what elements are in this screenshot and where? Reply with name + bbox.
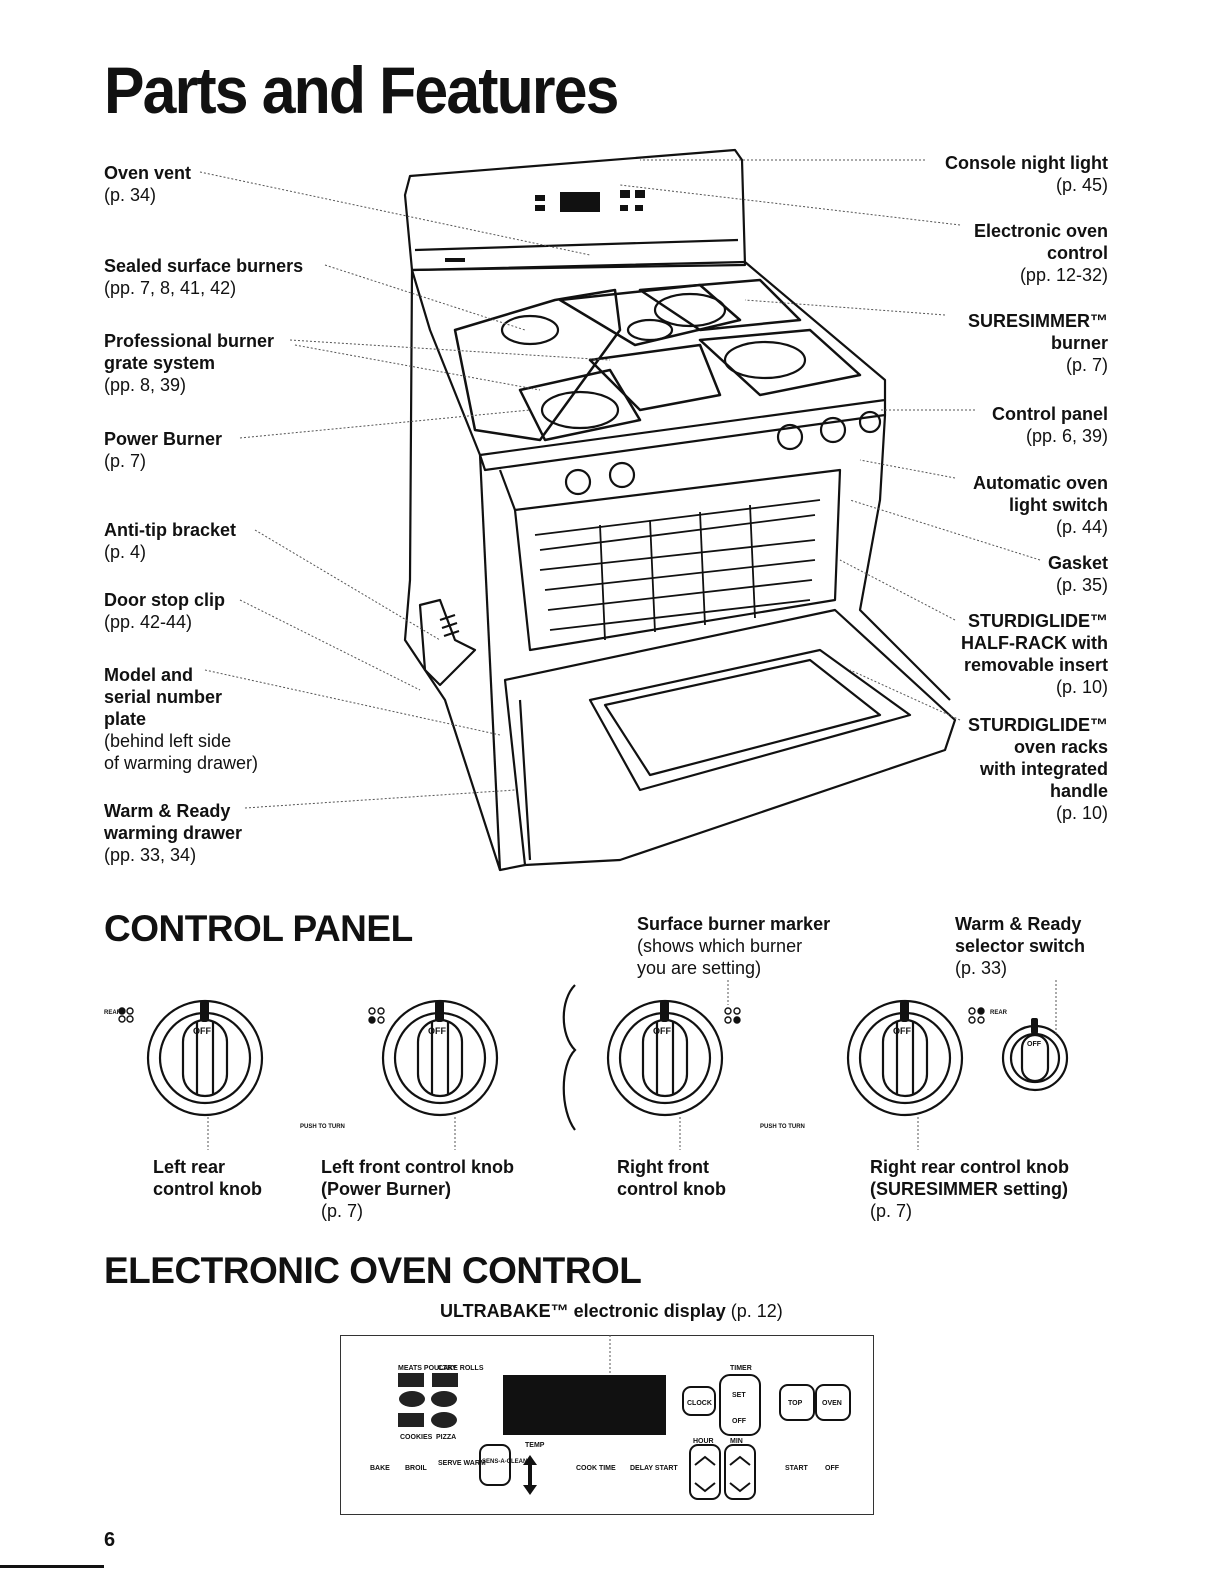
rear-text-right: REAR	[990, 1010, 1008, 1016]
caption-left-front-knob: Left front control knob(Power Burner)(p.…	[321, 1157, 514, 1221]
burner-grates	[453, 278, 862, 442]
knob2-off-text: OFF	[428, 1026, 446, 1036]
caption-right-rear-knob: Right rear control knob(SURESIMMER setti…	[870, 1157, 1070, 1221]
burner-caps	[500, 292, 807, 430]
btn-pizza-text: PIZZA	[436, 1434, 456, 1441]
knob1-off-text: OFF	[193, 1026, 211, 1036]
btn-start-text: START	[785, 1465, 809, 1472]
btn-top-text: TOP	[788, 1400, 803, 1407]
btn-temp-text: TEMP	[525, 1442, 545, 1449]
rear-text-left: REAR	[104, 1010, 122, 1016]
page-number: 6	[104, 1529, 116, 1551]
electronic-oven-control-heading: ELECTRONIC OVEN CONTROL	[104, 1250, 642, 1291]
oven-cavity	[513, 468, 842, 652]
callout-anti-tip-bracket: Anti-tip bracket(p. 4)	[104, 520, 237, 562]
btn-cake-text: CAKE ROLLS	[438, 1365, 484, 1372]
food-icons	[398, 1373, 458, 1428]
page-title: Parts and Features	[104, 53, 619, 127]
btn-set-text: SET	[732, 1392, 746, 1399]
btn-clock-text: CLOCK	[687, 1400, 712, 1407]
ultrabake-display	[503, 1375, 666, 1435]
control-knobs-illustration: OFF OFF OFF OFF OFF REAR REAR PUSH TO TU…	[104, 980, 1069, 1150]
oven-racks	[534, 499, 821, 641]
btn-serve-warm-text: SERVE WARM	[438, 1460, 486, 1467]
callout-sealed-surface-burners: Sealed surface burners(pp. 7, 8, 41, 42)	[104, 256, 304, 298]
push-to-turn-right: PUSH TO TURN	[760, 1124, 805, 1130]
btn-timer-off-text: OFF	[732, 1418, 747, 1425]
btn-cancel-off-text: OFF	[825, 1465, 840, 1472]
ultrabake-display-label: ULTRABAKE™ electronic display (p. 12)	[440, 1301, 783, 1321]
btn-delay-start-text: DELAY START	[630, 1465, 678, 1472]
btn-min-text: MIN	[730, 1438, 743, 1445]
range-body	[403, 269, 526, 872]
selector-off-text: OFF	[1027, 1041, 1042, 1048]
oven-door	[503, 608, 957, 867]
bottom-rule	[0, 1565, 104, 1568]
electronic-control-panel	[340, 1335, 874, 1515]
control-panel-heading: CONTROL PANEL	[104, 908, 413, 949]
surface-burner-marker-label: Surface burner marker (shows which burne…	[637, 914, 831, 978]
knob4-off-text: OFF	[893, 1026, 911, 1036]
btn-oven-text: OVEN	[822, 1400, 842, 1407]
callout-leaders	[199, 159, 1041, 809]
callout-oven-vent: Oven vent(p. 34)	[104, 163, 192, 205]
callout-control-panel: Control panel(pp. 6, 39)	[992, 404, 1108, 446]
push-to-turn-left: PUSH TO TURN	[300, 1124, 345, 1130]
btn-cook-time-text: COOK TIME	[576, 1465, 616, 1472]
btn-bake-text: BAKE	[370, 1465, 390, 1472]
btn-cookies-text: COOKIES	[400, 1434, 433, 1441]
btn-sens-a-clean-text: SENS-A-CLEAN	[482, 1459, 527, 1465]
warm-ready-selector-knob	[1001, 1024, 1069, 1092]
electronic-control-illustration: MEATS POULTRY CAKE ROLLS COOKIES PIZZA B…	[370, 1335, 851, 1500]
warm-ready-selector-label: Warm & Ready selector switch (p. 33)	[955, 914, 1086, 978]
callout-power-burner: Power Burner(p. 7)	[104, 429, 223, 471]
btn-meats-text: MEATS POULTRY	[398, 1365, 457, 1372]
callout-console-night-light: Console night light(p. 45)	[945, 153, 1108, 195]
knob3-off-text: OFF	[653, 1026, 671, 1036]
anti-tip-bracket	[418, 598, 477, 687]
btn-hour-text: HOUR	[693, 1438, 714, 1445]
range-illustration	[199, 148, 1041, 872]
btn-timer-text: TIMER	[730, 1365, 752, 1372]
console-display	[560, 192, 600, 212]
callout-door-stop-clip: Door stop clip(pp. 42-44)	[104, 590, 225, 632]
callout-gasket: Gasket(p. 35)	[1047, 553, 1108, 595]
btn-broil-text: BROIL	[405, 1465, 428, 1472]
surface-marker-brace	[562, 984, 577, 1131]
